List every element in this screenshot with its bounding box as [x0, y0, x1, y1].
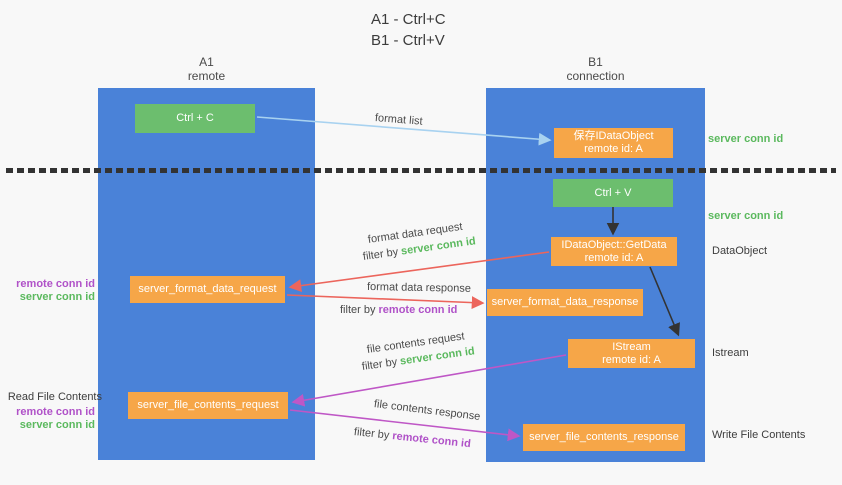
label-filter-by-remote-conn-id-1: filter by remote conn id — [340, 304, 457, 316]
annotation-write-file-contents: Write File Contents — [712, 429, 806, 441]
annotation-istream: Istream — [712, 347, 749, 359]
node-server-format-data-response: server_format_data_response — [487, 289, 643, 316]
arrow-format-data-response — [286, 294, 485, 309]
node-file-req-label: server_file_contents_request — [137, 399, 279, 411]
annotation-server-conn-id-top: server conn id — [708, 133, 784, 145]
label-filter-by-remote-conn-id-2: filter by remote conn id — [353, 426, 471, 450]
annotation-server-conn-id-mid: server conn id — [708, 210, 784, 222]
filter-prefix: filter by — [353, 426, 393, 442]
lane-b-subtitle: connection — [566, 69, 625, 83]
annotation-server-conn-id-2: server conn id — [19, 419, 95, 431]
title-line-1: A1 - Ctrl+C — [371, 11, 446, 28]
node-ctrl-c: Ctrl + C — [135, 104, 255, 133]
lane-a-name: A1 — [199, 55, 214, 69]
node-idataobject-getdata: IDataObject::GetData remote id: A — [551, 237, 677, 266]
filter-prefix: filter by — [340, 304, 379, 316]
node-ctrl-v-label: Ctrl + V — [594, 186, 632, 199]
title-line-2: B1 - Ctrl+V — [371, 32, 445, 49]
filter-prefix: filter by — [361, 355, 401, 373]
node-file-res-label: server_file_contents_response — [529, 431, 679, 443]
node-server-file-contents-response: server_file_contents_response — [523, 424, 685, 451]
node-save-line1: 保存IDataObject — [573, 130, 654, 142]
node-server-format-data-request: server_format_data_request — [130, 276, 285, 303]
annotation-dataobject: DataObject — [712, 245, 768, 257]
filter-prefix: filter by — [362, 245, 402, 263]
node-fmt-req-label: server_format_data_request — [138, 283, 277, 295]
node-istream: IStream remote id: A — [568, 339, 695, 368]
node-ctrl-v: Ctrl + V — [553, 179, 673, 207]
node-getdata-line1: IDataObject::GetData — [561, 238, 667, 251]
annotation-remote-conn-id-2: remote conn id — [16, 406, 95, 418]
lane-a-subtitle: remote — [187, 69, 226, 83]
node-save-line2: remote id: A — [584, 143, 643, 155]
lane-b-name: B1 — [588, 55, 603, 69]
node-save-idataobject: 保存IDataObject remote id: A — [554, 128, 673, 158]
node-ctrl-c-label: Ctrl + C — [176, 112, 214, 124]
label-format-data-response: format data response — [366, 281, 472, 295]
filter-key-remote: remote conn id — [391, 430, 472, 451]
annotation-server-conn-id-1: server conn id — [19, 291, 95, 303]
diagram-title: A1 - Ctrl+C B1 - Ctrl+V — [371, 9, 446, 51]
session-divider-dotted-line — [6, 168, 836, 173]
node-istream-line2: remote id: A — [602, 353, 661, 366]
annotation-remote-conn-id-1: remote conn id — [16, 278, 95, 290]
filter-key-remote: remote conn id — [378, 304, 458, 316]
node-istream-line1: IStream — [612, 340, 651, 353]
lane-b-header: B1 connection — [486, 55, 705, 83]
node-fmt-res-label: server_format_data_response — [491, 296, 639, 308]
annotation-read-file-contents: Read File Contents — [7, 391, 102, 403]
node-server-file-contents-request: server_file_contents_request — [128, 392, 288, 419]
label-format-list: format list — [374, 112, 424, 128]
label-file-contents-response: file contents response — [373, 398, 481, 423]
node-getdata-line2: remote id: A — [584, 251, 644, 264]
lane-a-header: A1 remote — [98, 55, 315, 83]
